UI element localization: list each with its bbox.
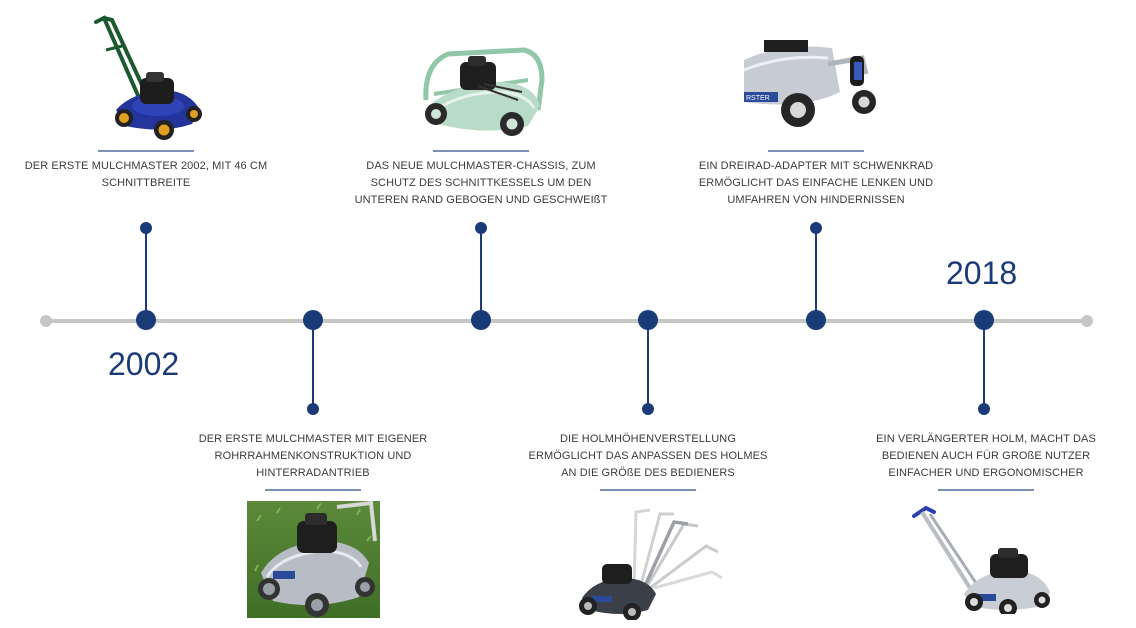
adjustable-handle-mower-icon [579, 508, 723, 620]
timeline-line [46, 319, 1088, 323]
timeline-stem-2 [312, 326, 314, 410]
milestone-caption-2: DER ERSTE MULCHMASTER MIT EIGENER ROHRRA… [198, 433, 428, 479]
timeline-stem-dot-2 [307, 403, 319, 415]
timeline-start-cap [40, 315, 52, 327]
timeline-end-cap [1081, 315, 1093, 327]
timeline-node-2 [303, 310, 323, 330]
timeline-node-4 [638, 310, 658, 330]
timeline-stem-3 [480, 228, 482, 314]
milestone-caption-3: DAS NEUE MULCHMASTER-CHASSIS, ZUM SCHUTZ… [354, 160, 608, 206]
timeline-stem-dot-4 [642, 403, 654, 415]
timeline-node-1 [136, 310, 156, 330]
timeline-node-6 [974, 310, 994, 330]
milestone-caption-5: EIN DREIRAD-ADAPTER MIT SCHWENKRAD ERMÖG… [698, 160, 934, 206]
milestone-rule-2 [265, 489, 361, 491]
milestone-caption-6: EIN VERLÄNGERTER HOLM, MACHT DAS BEDIENE… [876, 433, 1096, 479]
milestone-rule-5 [768, 150, 864, 152]
year-end-label: 2018 [946, 255, 1018, 291]
year-start-label: 2002 [108, 346, 180, 382]
timeline-stem-1 [145, 228, 147, 314]
milestone-caption-4: DIE HOLMHÖHENVERSTELLUNG ERMÖGLICHT DAS … [528, 433, 768, 479]
blue-mower-2002-icon [94, 15, 202, 140]
brand-logo-text: RSTER [746, 95, 770, 102]
milestone-rule-3 [433, 150, 529, 152]
milestone-caption-1: DER ERSTE MULCHMASTER 2002, MIT 46 CM SC… [24, 160, 268, 189]
timeline-stem-dot-6 [978, 403, 990, 415]
timeline-stem-6 [983, 326, 985, 410]
timeline-node-3 [471, 310, 491, 330]
silver-mower-on-grass-icon [247, 501, 380, 618]
timeline-stem-dot-5 [810, 222, 822, 234]
timeline-stem-5 [815, 228, 817, 314]
green-chassis-mower-icon [423, 47, 545, 136]
timeline-stem-4 [647, 326, 649, 410]
timeline-node-5 [806, 310, 826, 330]
milestone-rule-6 [938, 489, 1034, 491]
milestone-rule-1 [98, 150, 194, 152]
milestone-rule-4 [600, 489, 696, 491]
swivel-wheel-mower-icon: RSTER [744, 40, 876, 127]
extended-handle-mower-icon [912, 505, 1050, 614]
timeline-stem-dot-1 [140, 222, 152, 234]
timeline-stem-dot-3 [475, 222, 487, 234]
